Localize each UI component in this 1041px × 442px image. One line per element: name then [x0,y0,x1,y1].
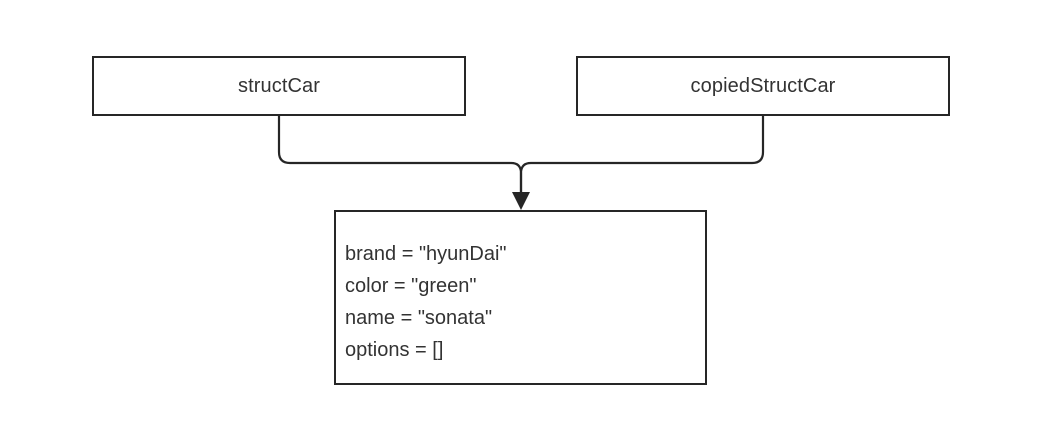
edge-structcar-to-attributes [277,116,523,196]
list-item: color = "green" [345,275,477,297]
node-copied-struct-car-label: copiedStructCar [690,74,836,97]
node-copied-struct-car[interactable]: copiedStructCar [576,56,950,116]
node-attributes[interactable]: brand = "hyunDai" color = "green" name =… [334,210,707,385]
node-struct-car-label: structCar [237,74,321,97]
list-item: name = "sonata" [345,307,493,329]
attribute-list: brand = "hyunDai" color = "green" name =… [345,238,705,366]
edge-copiedstructcar-to-attributes [519,116,765,196]
node-struct-car[interactable]: structCar [92,56,466,116]
list-item: options = [] [345,339,444,361]
list-item: brand = "hyunDai" [345,243,507,265]
arrowhead-down-icon [512,192,530,210]
